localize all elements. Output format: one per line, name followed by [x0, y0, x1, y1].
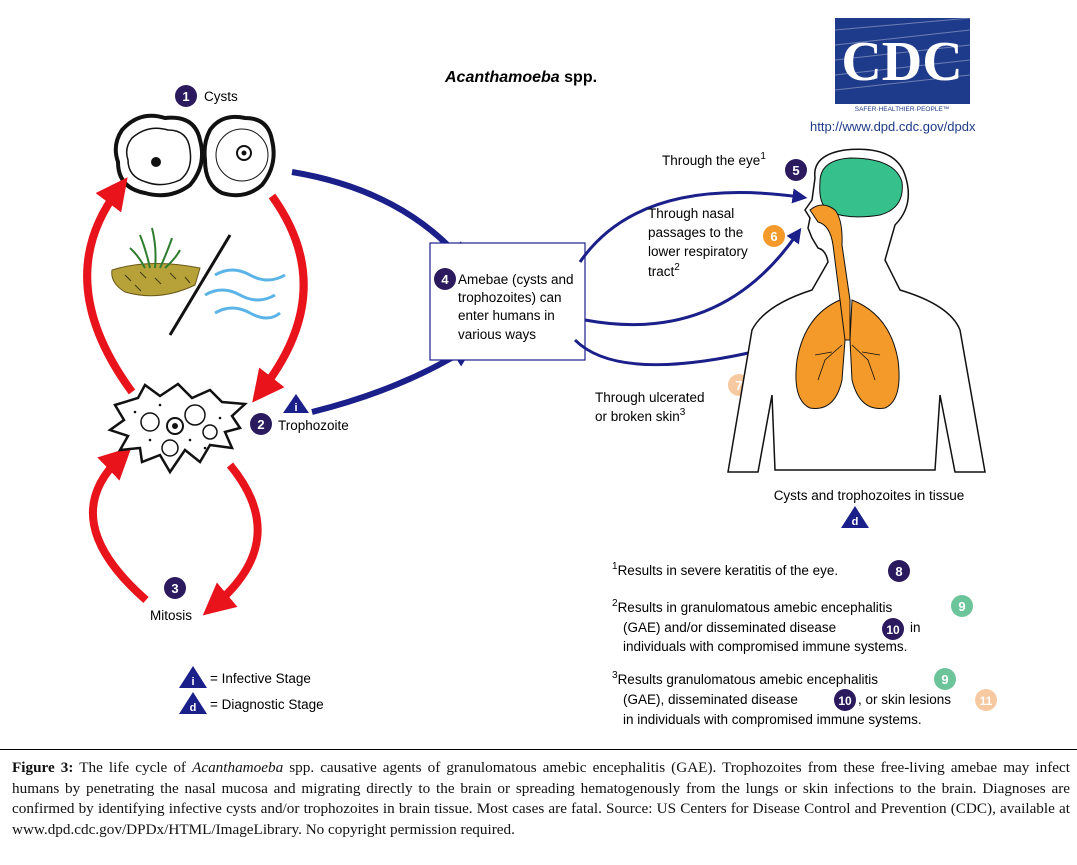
- svg-text:11: 11: [980, 694, 993, 708]
- svg-text:8: 8: [895, 564, 902, 579]
- lifecycle-diagram: Acanthamoeba spp. CDC SAFER·HEALTHIER·PE…: [83, 17, 997, 727]
- diagram-title: Acanthamoeba spp.: [444, 69, 597, 86]
- svg-text:Mitosis: Mitosis: [150, 608, 192, 623]
- trophozoite-icon: [107, 382, 248, 475]
- legend-diagnostic: d = Diagnostic Stage: [179, 692, 324, 714]
- arrow-to-nose: [584, 227, 802, 327]
- stage-5-label: Through the eye1 5: [662, 151, 807, 181]
- svg-text:i: i: [294, 402, 297, 414]
- cyst-icon: [113, 113, 204, 198]
- svg-text:4: 4: [441, 272, 449, 287]
- stage-4-box: 4 Amebae (cysts and trophozoites) can en…: [429, 242, 586, 361]
- arrow-mitosis-to-trophozoite: [88, 446, 149, 604]
- svg-text:Through the eye1: Through the eye1: [662, 151, 766, 168]
- caption-separator: [0, 749, 1077, 750]
- water-icon: [204, 268, 286, 320]
- cdc-tagline: SAFER·HEALTHIER·PEOPLE™: [855, 106, 950, 113]
- svg-text:3: 3: [171, 581, 178, 596]
- cdc-logo: CDC SAFER·HEALTHIER·PEOPLE™: [834, 17, 971, 113]
- arrow-to-eye: [578, 188, 808, 263]
- figure-caption: Figure 3: The life cycle of Acanthamoeba…: [12, 759, 1071, 838]
- footnote-3: 3Results granulomatous amebic encephalit…: [612, 668, 997, 727]
- svg-text:6: 6: [770, 229, 777, 244]
- stage-7-label: Through ulcerated or broken skin3 7: [595, 374, 750, 424]
- svg-text:= Diagnostic Stage: = Diagnostic Stage: [210, 697, 324, 712]
- svg-text:2: 2: [257, 417, 264, 432]
- svg-text:= Infective Stage: = Infective Stage: [210, 671, 311, 686]
- svg-text:10: 10: [886, 623, 900, 637]
- svg-text:Through ulcerated or bro: Through ulcerated or broken skin3: [595, 390, 708, 424]
- legend-infective: i = Infective Stage: [179, 666, 311, 688]
- stage-3-label: 3 Mitosis: [150, 577, 192, 623]
- stage-6-label: Through nasal passages to the lower resp…: [648, 206, 785, 279]
- arrow-to-skin: [573, 338, 778, 367]
- svg-text:9: 9: [941, 672, 948, 687]
- arrow-trophozoite-to-mitosis: [202, 462, 262, 616]
- svg-text:d: d: [190, 702, 197, 714]
- svg-text:i: i: [191, 676, 194, 688]
- svg-text:Through nasal passages t: Through nasal passages to the lower resp…: [648, 206, 752, 279]
- cdc-url: http://www.dpd.cdc.gov/dpdx: [810, 119, 976, 134]
- stage-1-label: 1 Cysts: [175, 85, 238, 107]
- svg-text:Trophozoite: Trophozoite: [278, 418, 349, 433]
- tissue-label: Cysts and trophozoites in tissue: [774, 488, 965, 503]
- arrow-cyst-to-trophozoite: [252, 193, 308, 403]
- stage-2-label: 2 Trophozoite: [250, 413, 349, 435]
- divider-line: [168, 234, 232, 336]
- soil-icon: [111, 227, 201, 297]
- svg-text:Cysts: Cysts: [204, 89, 238, 104]
- svg-text:CDC: CDC: [841, 31, 962, 93]
- footnote-1: 1Results in severe keratitis of the eye.…: [612, 560, 910, 582]
- svg-text:3Results granulomatous amebic: 3Results granulomatous amebic encephalit…: [612, 670, 955, 727]
- caption-label: Figure 3:: [12, 759, 74, 776]
- diagnostic-stage-icon: d: [841, 506, 869, 528]
- human-figure: [727, 148, 986, 473]
- svg-text:9: 9: [958, 599, 965, 614]
- svg-text:Amebae (cysts and tropho: Amebae (cysts and trophozoites) can ente…: [458, 272, 577, 342]
- arrow-cyst-to-human: [291, 169, 468, 267]
- arrow-trophozoite-to-cyst: [83, 177, 136, 395]
- svg-text:10: 10: [838, 694, 852, 708]
- svg-text:5: 5: [792, 163, 799, 178]
- svg-text:7: 7: [735, 378, 742, 393]
- cyst-icon-2: [202, 114, 276, 198]
- svg-text:1Results in severe keratitis o: 1Results in severe keratitis of the eye.: [612, 561, 838, 578]
- svg-text:1: 1: [182, 89, 189, 104]
- svg-text:2Results in granulomatous ameb: 2Results in granulomatous amebic encepha…: [612, 598, 924, 654]
- svg-text:d: d: [852, 516, 859, 528]
- footnote-2: 2Results in granulomatous amebic encepha…: [612, 595, 973, 654]
- infective-stage-icon: i: [283, 394, 309, 414]
